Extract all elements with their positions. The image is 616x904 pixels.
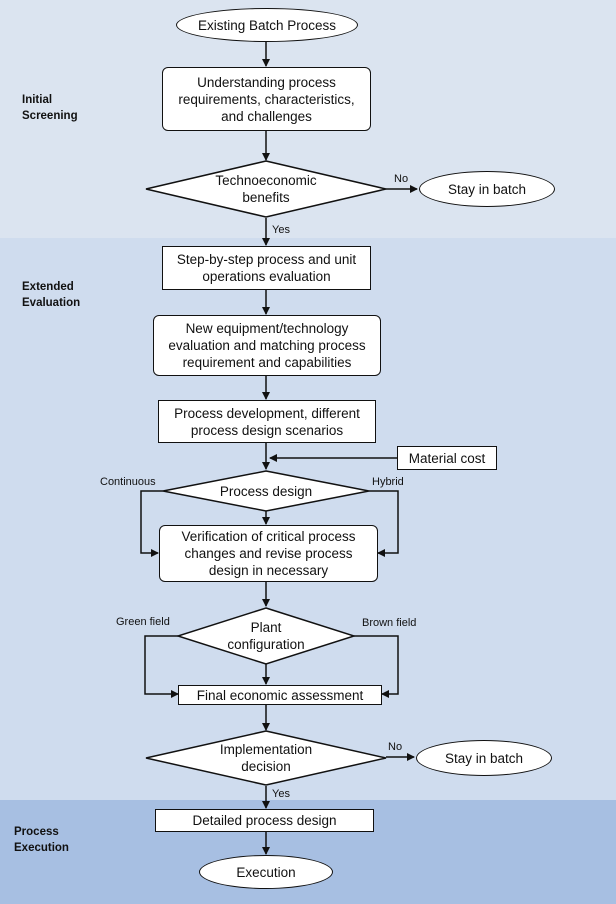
- edge-hybrid: [369, 490, 399, 557]
- decision-diamond-implementation: [145, 730, 387, 786]
- stay-in-batch-terminal-1: Stay in batch: [419, 171, 555, 207]
- edge-label-continuous: Continuous: [100, 476, 156, 488]
- decision-diamond-plant-configuration: [175, 607, 357, 665]
- edge-label-no-1: No: [394, 173, 409, 185]
- stage-label-process-execution: Process Execution: [14, 826, 69, 854]
- decision-technoeconomic-label: Technoeconomic benefits: [215, 173, 317, 205]
- stage-label-initial-screening: Initial Screening: [22, 94, 78, 122]
- decision-process-design-label: Process design: [219, 483, 313, 499]
- edge-label-hybrid: Hybrid: [372, 476, 404, 488]
- edge-green-field: [144, 635, 179, 698]
- process-development: Process development, different process d…: [158, 400, 376, 443]
- start-terminal: Existing Batch Process: [176, 8, 358, 42]
- execution-terminal: Execution: [199, 855, 333, 889]
- stay-in-batch-terminal-2: Stay in batch: [416, 740, 552, 776]
- edge-label-no-2: No: [388, 741, 403, 753]
- process-verification: Verification of critical process changes…: [159, 525, 378, 582]
- process-new-equipment: New equipment/technology evaluation and …: [153, 315, 381, 376]
- decision-implementation-label: Implementation decision: [219, 742, 313, 774]
- stage-label-extended-evaluation: Extended Evaluation: [22, 281, 81, 309]
- edge-label-yes-2: Yes: [272, 788, 290, 800]
- process-detailed-design: Detailed process design: [155, 809, 374, 832]
- process-understanding: Understanding process requirements, char…: [162, 67, 371, 131]
- process-final-economic-assessment: Final economic assessment: [178, 685, 382, 705]
- edge-label-brown-field: Brown field: [362, 617, 417, 629]
- edge-continuous: [140, 490, 163, 557]
- input-material-cost: Material cost: [397, 446, 497, 470]
- process-step-evaluation: Step-by-step process and unit operations…: [162, 246, 371, 290]
- edge-brown-field: [354, 635, 399, 698]
- decision-diamond-process-design: [162, 470, 370, 512]
- edge-label-green-field: Green field: [116, 616, 170, 628]
- decision-plant-configuration-label: Plant configuration: [227, 620, 305, 652]
- edge-label-yes-1: Yes: [272, 224, 290, 236]
- decision-diamond-technoeconomic: [145, 160, 387, 218]
